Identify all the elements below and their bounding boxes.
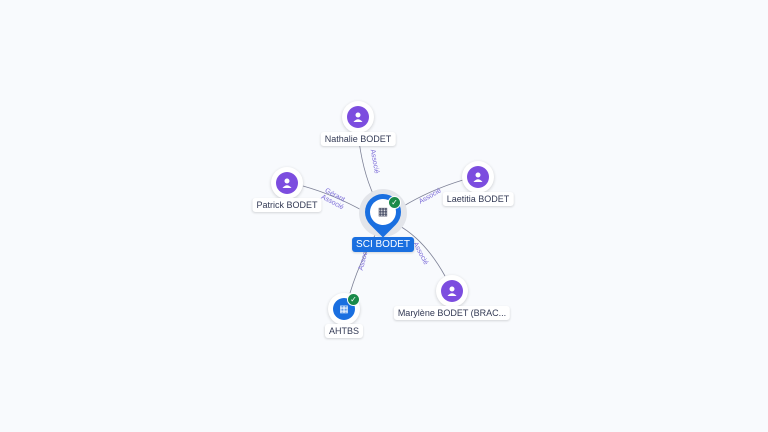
center-label[interactable]: SCI BODET xyxy=(352,237,414,252)
node-nathalie[interactable] xyxy=(342,101,374,133)
person-icon xyxy=(441,280,463,302)
node-label[interactable]: AHTBS xyxy=(324,324,364,338)
verified-icon: ✓ xyxy=(347,293,360,306)
person-icon xyxy=(276,172,298,194)
person-icon xyxy=(467,166,489,188)
node-label[interactable]: Nathalie BODET xyxy=(320,132,396,146)
edge-marylene xyxy=(397,224,446,277)
node-ahtbs[interactable]: ▦✓ xyxy=(328,293,360,325)
node-label[interactable]: Laetitia BODET xyxy=(442,192,514,206)
node-label[interactable]: Marylène BODET (BRAC... xyxy=(393,306,511,320)
node-laetitia[interactable] xyxy=(462,161,494,193)
node-label[interactable]: Patrick BODET xyxy=(252,198,322,212)
edge-laetitia xyxy=(401,179,464,208)
center-node[interactable]: ▦ ✓ xyxy=(357,186,409,238)
person-icon xyxy=(347,106,369,128)
verified-icon: ✓ xyxy=(388,196,401,209)
node-marylene[interactable] xyxy=(436,275,468,307)
node-patrick[interactable] xyxy=(271,167,303,199)
